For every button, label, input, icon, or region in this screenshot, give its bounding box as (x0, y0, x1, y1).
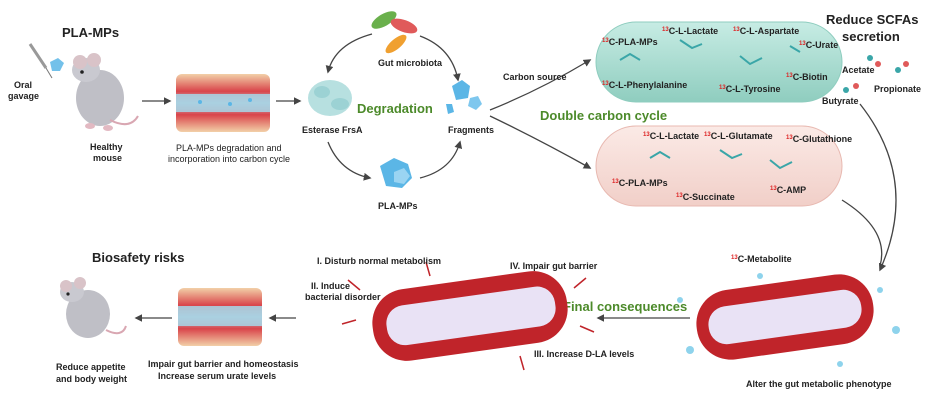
lower-succinate: 13C-Succinate (676, 192, 735, 202)
gut-segment-icon (178, 288, 262, 346)
risk2b-label: bacterial disorder (305, 292, 381, 302)
upper-aspartate: 13C-L-Aspartate (733, 26, 799, 36)
gut-caption-2: incorporation into carbon cycle (168, 154, 290, 164)
upper-biotin: 13C-Biotin (786, 72, 828, 82)
mouse-label: mouse (93, 153, 122, 163)
arrow-scfa-to-metabolite (859, 103, 897, 272)
gut-segment-icon (677, 273, 900, 367)
upper-lactate: 13C-L-Lactate (662, 26, 718, 36)
microplastic-icon (380, 158, 412, 188)
upper-bacterial-cell (595, 21, 843, 103)
carbon-source-label: Carbon source (503, 72, 567, 82)
lower-glutamate: 13C-L-Glutamate (704, 131, 773, 141)
reduce-appetite-2: and body weight (56, 374, 127, 384)
risk2a-label: II. Induce (311, 281, 350, 291)
syringe-icon (28, 43, 53, 79)
gavage-label: gavage (8, 91, 39, 101)
lower-bacterial-cell (595, 125, 843, 207)
lower-glutathione: 13C-Glutathione (786, 134, 852, 144)
risk3-label: III. Increase D-LA levels (534, 349, 634, 359)
biosafety-title: Biosafety risks (92, 250, 185, 265)
reduce-appetite-1: Reduce appetite (56, 362, 126, 372)
upper-urate: 13C-Urate (799, 40, 838, 50)
gut-segment-icon (341, 261, 595, 371)
gut-segment-icon (176, 74, 270, 132)
upper-tyrosine: 13C-L-Tyrosine (719, 84, 781, 94)
risk4-label: IV. Impair gut barrier (510, 261, 598, 271)
propionate-label: Propionate (874, 84, 921, 94)
butyrate-label: Butyrate (822, 96, 859, 106)
enzyme-icon (308, 80, 352, 116)
reduce-scfas-2: secretion (842, 29, 900, 44)
arrow-to-lower-cell (489, 115, 592, 169)
healthy-label: Healthy (90, 142, 123, 152)
degradation-label: Degradation (357, 101, 433, 116)
pla-mps-label: PLA-MPs (378, 201, 418, 211)
upper-plamps: 13C-PLA-MPs (602, 37, 658, 47)
molecule-icon (843, 55, 909, 93)
final-label: Final consequences (563, 299, 687, 314)
upper-phenylalanine: 13C-L-Phenylalanine (602, 80, 687, 90)
mouse-icon (72, 53, 139, 131)
microplastic-icon (50, 58, 64, 71)
reduce-scfas-1: Reduce SCFAs (826, 12, 918, 27)
pla-mps-title: PLA-MPs (62, 25, 119, 40)
impair-2: Increase serum urate levels (158, 371, 276, 381)
alter-label: Alter the gut metabolic phenotype (746, 379, 892, 389)
arrow-to-upper-cell (489, 59, 592, 111)
acetate-label: Acetate (842, 65, 875, 75)
fragment-icon (446, 80, 482, 114)
bacteria-icon (371, 11, 418, 54)
lower-plamps: 13C-PLA-MPs (612, 178, 668, 188)
arrow-mps-to-fragments (419, 140, 463, 179)
microbiota-label: Gut microbiota (378, 58, 443, 68)
lower-amp: 13C-AMP (770, 185, 806, 195)
arrow-microbiota-to-esterase (325, 33, 373, 74)
oral-label: Oral (14, 80, 32, 90)
esterase-label: Esterase FrsA (302, 125, 363, 135)
fragments-label: Fragments (448, 125, 494, 135)
arrow-esterase-to-mps (327, 141, 372, 181)
metabolite-label: 13C-Metabolite (731, 254, 792, 264)
arrow-lower-to-metabolite (841, 199, 883, 267)
gut-caption-1: PLA-MPs degradation and (176, 143, 282, 153)
double-cycle-label: Double carbon cycle (540, 108, 667, 123)
risk1-label: I. Disturb normal metabolism (317, 256, 441, 266)
impair-1: Impair gut barrier and homeostasis (148, 359, 299, 369)
lower-lactate: 13C-L-Lactate (643, 131, 699, 141)
mouse-icon (60, 277, 127, 338)
arrow-microbiota-to-fragments (419, 35, 461, 82)
